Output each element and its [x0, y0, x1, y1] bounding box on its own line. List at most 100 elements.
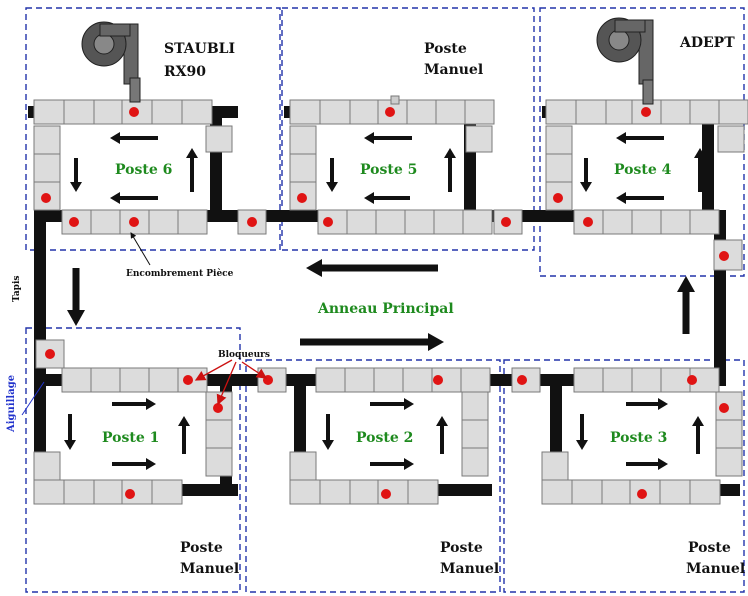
pallet-tile	[289, 99, 321, 125]
flow-arrow	[370, 398, 414, 410]
pallet-tile	[63, 99, 95, 125]
pallet-tile	[689, 479, 721, 505]
flow-arrow	[616, 192, 664, 204]
pallet-tile	[90, 209, 121, 235]
pallet-tile	[151, 99, 183, 125]
pallet-tile	[177, 209, 208, 235]
blockers-label: Bloqueurs	[218, 350, 270, 360]
robot-name-staubli: STAUBLI	[164, 41, 235, 57]
station-zone	[245, 359, 501, 593]
station-label-poste-6: Poste 6	[115, 162, 172, 178]
flow-arrow	[70, 158, 82, 192]
flow-arrow	[67, 268, 85, 326]
flow-arrow	[692, 416, 704, 454]
pallet-tile	[541, 451, 569, 481]
pallet-tile	[660, 209, 691, 235]
footprint-label: Encombrement Pièce	[126, 268, 234, 279]
pallet-tile	[602, 367, 633, 393]
flow-arrow	[322, 414, 334, 450]
station-label-poste-4: Poste 4	[614, 162, 672, 178]
pallet-tile	[289, 153, 317, 183]
blocker-dot	[553, 193, 563, 203]
pallet-tile	[33, 153, 61, 183]
flow-arrow	[326, 158, 338, 192]
footprint-pointer	[130, 232, 151, 266]
blocker-dot	[385, 107, 395, 117]
station-zone	[25, 7, 281, 251]
flow-arrow	[364, 192, 410, 204]
pallet-tile	[33, 125, 61, 155]
manual-post-label-bottom: Manuel	[440, 561, 499, 577]
switch-pointer	[21, 381, 45, 416]
pallet-tile	[349, 479, 381, 505]
pallet-tile	[373, 367, 404, 393]
flow-arrow	[364, 132, 412, 144]
pallet-tile	[461, 447, 489, 477]
pallet-tile	[464, 99, 495, 125]
flow-arrows	[64, 132, 706, 470]
pallet-tile	[407, 479, 439, 505]
pallet-tile	[717, 125, 745, 153]
pallet-tile	[93, 479, 125, 505]
blocker-pointer	[241, 361, 268, 379]
flow-arrow	[110, 132, 158, 144]
pallet-tile	[545, 125, 573, 155]
blocker-pointer	[216, 361, 237, 406]
blocker-dot	[45, 349, 55, 359]
flow-arrow	[436, 416, 448, 454]
pallet-tile	[631, 367, 662, 393]
station-label-poste-1: Poste 1	[102, 430, 159, 446]
pallet-tile	[93, 99, 125, 125]
manual-post-label-top: Poste	[688, 540, 731, 556]
pallet-tile	[119, 367, 150, 393]
station-zone	[503, 359, 745, 593]
main-ring-label: Anneau Principal	[317, 301, 454, 317]
station-zone	[281, 7, 535, 251]
pallet-tile	[575, 99, 607, 125]
pallet-tile	[433, 209, 464, 235]
pallet-tile	[344, 367, 375, 393]
pallet-tile	[460, 367, 491, 393]
pallet-tile	[659, 479, 691, 505]
pallet-tile	[349, 99, 381, 125]
pallet-tile	[289, 125, 317, 155]
flow-arrow	[186, 148, 198, 192]
pallet-tile	[435, 99, 466, 125]
pallet-tile	[660, 367, 691, 393]
blockers	[41, 107, 729, 499]
blocker-dot	[501, 217, 511, 227]
pallet-tile	[315, 367, 346, 393]
pallet-tile	[631, 209, 662, 235]
station-label-poste-3: Poste 3	[610, 430, 667, 446]
pallet-tile	[689, 99, 720, 125]
blocker-dot	[297, 193, 307, 203]
pallet-tile	[61, 367, 92, 393]
blocker-dot	[213, 403, 223, 413]
blocker-dot	[125, 489, 135, 499]
pallet-tile	[715, 447, 743, 477]
pallet-tile	[402, 367, 433, 393]
pallet-tile	[90, 367, 121, 393]
blocker-dot	[719, 403, 729, 413]
flow-arrow	[306, 259, 438, 277]
flow-arrow	[444, 148, 456, 192]
manual-post-label-bottom: Manuel	[424, 62, 483, 78]
station-zone	[539, 7, 745, 277]
flow-arrow	[112, 398, 156, 410]
blocker-dot	[129, 107, 139, 117]
flow-arrow	[626, 458, 668, 470]
pallet-tile	[545, 99, 577, 125]
pallet-tile	[289, 479, 321, 505]
blocker-dot	[687, 375, 697, 385]
blocker-dot	[583, 217, 593, 227]
pallet-tile	[181, 99, 213, 125]
pallet-tile	[63, 479, 95, 505]
blocker-dot	[719, 251, 729, 261]
pallet-tile	[462, 209, 493, 235]
pallet-tile	[148, 367, 179, 393]
pallet-tile	[289, 451, 317, 481]
pallet-tiles	[33, 99, 748, 505]
pallet-tile	[465, 125, 493, 153]
pallet-tile	[406, 99, 437, 125]
